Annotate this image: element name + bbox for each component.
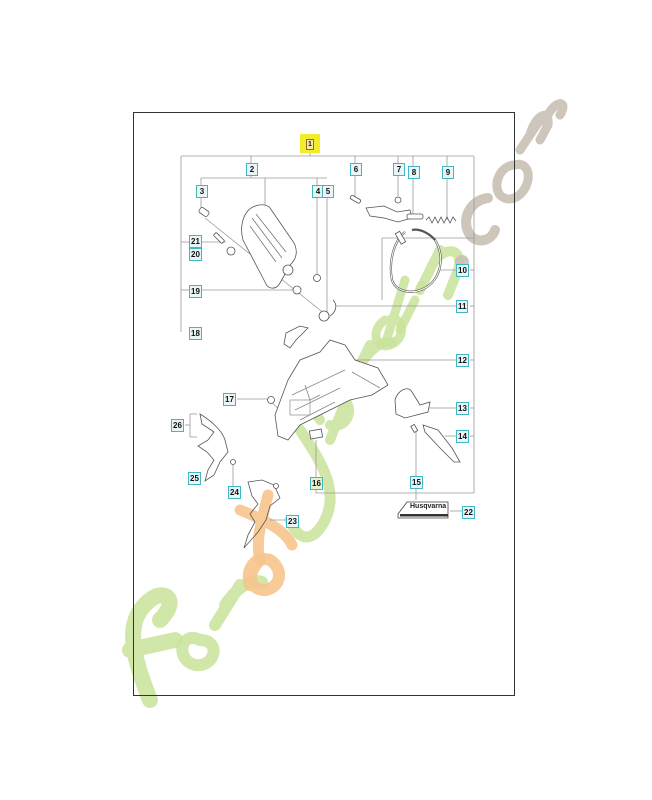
part-bracket-11 xyxy=(283,325,309,349)
part-label-16[interactable]: 16 xyxy=(310,477,323,490)
watermark-letter-o xyxy=(176,632,220,672)
part-spike-25 xyxy=(197,413,229,482)
part-label-23[interactable]: 23 xyxy=(286,515,299,528)
part-housing-12 xyxy=(274,339,389,441)
watermark-letter-f xyxy=(122,587,183,708)
part-strip-14 xyxy=(422,424,461,463)
part-label-6[interactable]: 6 xyxy=(350,163,362,176)
part-cover-13 xyxy=(394,388,431,419)
part-lever-7 xyxy=(365,205,413,223)
watermark-letter-r xyxy=(209,575,268,631)
part-nut-4 xyxy=(313,274,321,282)
part-plate-16 xyxy=(308,428,324,440)
part-washer-17 xyxy=(267,396,275,404)
part-washer-19 xyxy=(292,285,302,295)
watermark-letter-c xyxy=(461,193,500,246)
part-label-24[interactable]: 24 xyxy=(228,486,241,499)
part-label-18[interactable]: 18 xyxy=(189,327,202,340)
part-label-11[interactable]: 11 xyxy=(456,300,469,313)
part-label-14[interactable]: 14 xyxy=(456,430,469,443)
part-label-26[interactable]: 26 xyxy=(171,419,184,432)
watermark-letter-e xyxy=(242,553,285,596)
part-label-19[interactable]: 19 xyxy=(189,285,202,298)
part-label-17[interactable]: 17 xyxy=(223,393,236,406)
part-label-8[interactable]: 8 xyxy=(408,166,420,179)
part-label-5[interactable]: 5 xyxy=(322,185,334,198)
part-drawings xyxy=(197,194,461,549)
leader-lines xyxy=(180,152,475,521)
part-label-7[interactable]: 7 xyxy=(393,163,405,176)
part-label-12[interactable]: 12 xyxy=(456,354,469,367)
part-spring-5 xyxy=(318,310,330,322)
part-screw-21 xyxy=(213,232,225,244)
part-spike-23 xyxy=(243,479,281,549)
watermark-letter-m xyxy=(515,99,568,155)
diagram-frame xyxy=(133,112,515,696)
part-label-13[interactable]: 13 xyxy=(456,402,469,415)
part-label-2[interactable]: 2 xyxy=(246,163,258,176)
part-label-15[interactable]: 15 xyxy=(410,476,423,489)
part-label-25[interactable]: 25 xyxy=(188,472,201,485)
part-handguard xyxy=(241,204,297,289)
part-bolt-3 xyxy=(198,207,210,217)
part-pin-6 xyxy=(349,194,362,204)
part-label-21[interactable]: 21 xyxy=(189,235,202,248)
watermark-letter-o2 xyxy=(492,159,533,204)
assembly-label-1[interactable]: 1 xyxy=(300,134,320,153)
part-label-3[interactable]: 3 xyxy=(196,185,208,198)
part-label-20[interactable]: 20 xyxy=(189,248,202,261)
part-label-9[interactable]: 9 xyxy=(442,166,454,179)
brand-decal-text: Husqvarna xyxy=(410,503,447,510)
part-label-22[interactable]: 22 xyxy=(462,506,475,519)
part-spring-9 xyxy=(425,216,457,224)
part-label-10[interactable]: 10 xyxy=(456,264,469,277)
